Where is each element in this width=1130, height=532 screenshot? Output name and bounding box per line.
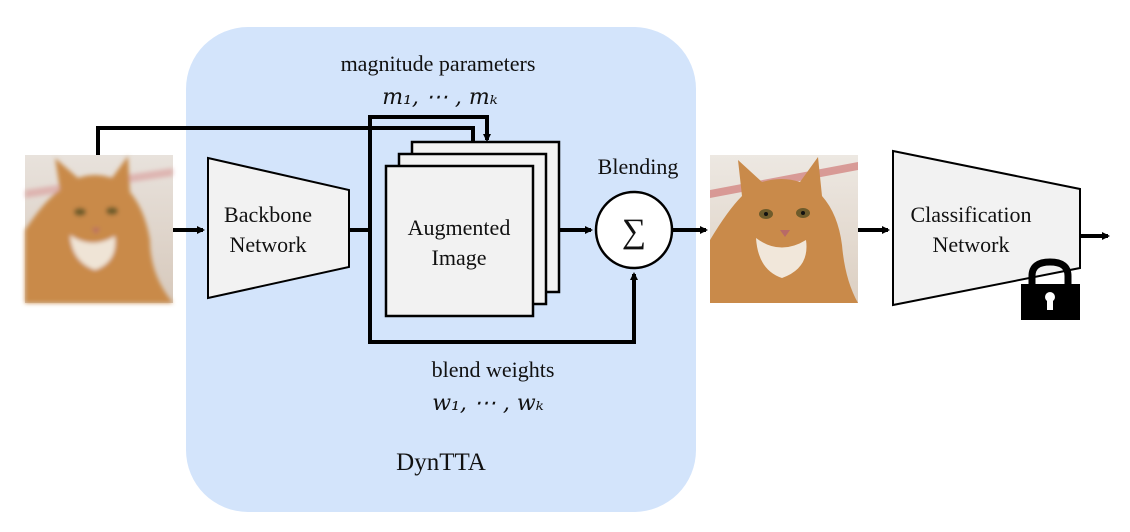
backbone-label-line2: Network: [230, 232, 307, 257]
blending-node: ∑ Blending: [594, 154, 679, 270]
blending-label: Blending: [598, 154, 679, 179]
classifier-label-line2: Network: [933, 232, 1010, 257]
backbone-label-line1: Backbone: [224, 202, 312, 227]
lock-icon: [1021, 258, 1080, 320]
classification-network-block: Classification Network: [892, 149, 1081, 307]
input-cat-image: [25, 155, 173, 303]
dyntta-label: DynTTA: [396, 449, 486, 476]
output-cat-image: [710, 155, 858, 303]
backbone-network-block: Backbone Network: [207, 156, 350, 300]
sum-symbol: ∑: [622, 213, 646, 250]
magnitude-parameters-title: magnitude parameters: [341, 51, 536, 76]
augmented-label-line2: Image: [432, 245, 487, 270]
augmented-image-stack: Augmented Image: [384, 140, 561, 318]
magnitude-arrow: [368, 115, 491, 230]
blend-weights-title: blend weights: [432, 357, 555, 382]
classifier-label-line1: Classification: [911, 202, 1032, 227]
magnitude-parameters-vars: m₁, ⋯ , mₖ: [382, 85, 498, 110]
blend-weights-arrow: [368, 230, 638, 344]
blend-weights-vars: w₁, ⋯ , wₖ: [432, 391, 543, 416]
input-skip-arrow: [96, 126, 477, 155]
augmented-label-line1: Augmented: [408, 215, 511, 240]
